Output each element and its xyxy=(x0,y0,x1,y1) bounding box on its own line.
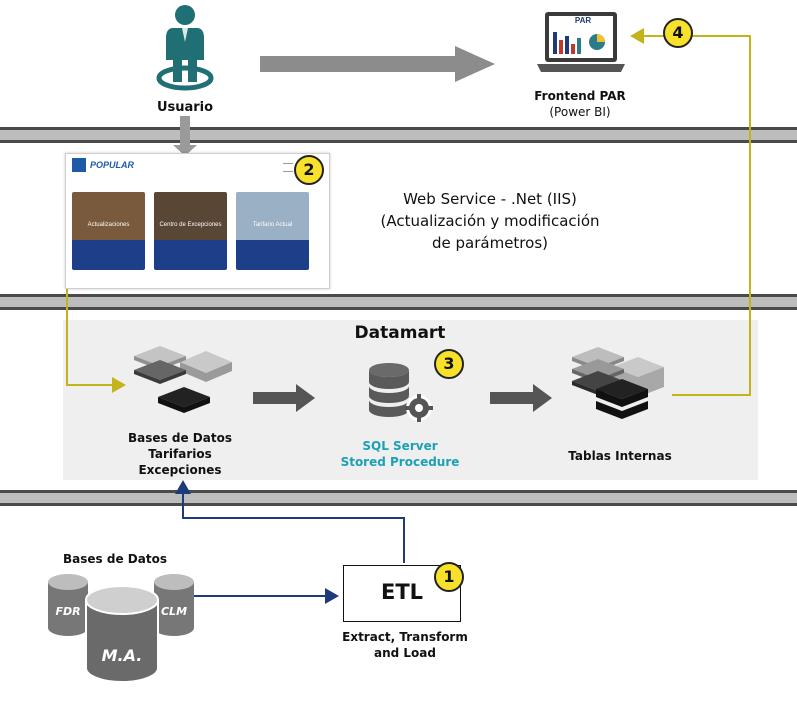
step-badge-4: 4 xyxy=(663,18,693,48)
ma-label: M.A. xyxy=(101,646,143,665)
frontend-screen-title: PAR xyxy=(574,16,592,25)
card-title: Centro de Excepciones xyxy=(159,222,222,228)
bases-tarifarios-line2: Tarifarios xyxy=(148,447,212,461)
popular-logo xyxy=(72,158,86,172)
user-person-icon xyxy=(156,5,214,91)
webservice-desc-line3: de parámetros) xyxy=(432,234,548,252)
separator-band-top xyxy=(0,127,797,143)
sql-server-line2: Stored Procedure xyxy=(340,455,460,469)
bases-tarifarios-line1: Bases de Datos xyxy=(128,431,232,445)
tablas-internas-label: Tablas Internas xyxy=(568,449,672,463)
tables-stack-icon xyxy=(572,347,664,419)
frontend-label-line1: Frontend PAR xyxy=(534,89,626,103)
tablas-to-frontend-connector xyxy=(630,28,751,396)
sql-server-line1: SQL Server xyxy=(362,439,438,453)
database-gear-icon xyxy=(369,363,433,422)
step-badge-1: 1 xyxy=(434,562,464,592)
clm-label: CLM xyxy=(160,605,188,618)
user-to-frontend-arrow xyxy=(260,46,495,82)
laptop-dashboard-icon xyxy=(537,12,625,72)
source-databases-icon xyxy=(48,574,194,683)
webservice-desc-line2: (Actualización y modificación xyxy=(380,212,600,230)
card-centro-excepciones: Centro de Excepciones xyxy=(154,192,227,270)
sql-to-tablas-arrow xyxy=(490,384,552,412)
etl-desc-line1: Extract, Transform xyxy=(342,630,468,644)
bases-origen-title: Bases de Datos xyxy=(63,552,167,566)
webservice-to-bases-connector xyxy=(66,289,126,393)
card-title: Actualizaciones xyxy=(87,222,130,228)
user-to-webservice-arrow xyxy=(173,116,197,156)
step-badge-3: 3 xyxy=(434,349,464,379)
card-actualizaciones: Actualizaciones xyxy=(72,192,145,270)
separator-band-middle xyxy=(0,294,797,310)
datamart-title: Datamart xyxy=(354,323,446,343)
separator-band-bottom xyxy=(0,490,797,506)
card-title: Tarifario Actual xyxy=(252,222,293,228)
etl-to-bases-connector xyxy=(175,480,405,563)
fdr-label: FDR xyxy=(55,605,81,618)
popular-brand: POPULAR xyxy=(90,160,135,170)
bases-to-sql-arrow xyxy=(253,384,315,412)
menu-icon xyxy=(283,163,293,172)
webservice-desc-line1: Web Service - .Net (IIS) xyxy=(403,190,577,208)
etl-desc-line2: and Load xyxy=(374,646,436,660)
step-badge-2: 2 xyxy=(294,155,324,185)
user-label: Usuario xyxy=(156,100,214,115)
frontend-label-line2: (Power BI) xyxy=(549,105,611,119)
etl-title: ETL xyxy=(380,580,424,604)
card-tarifario-actual: Tarifario Actual xyxy=(236,192,309,270)
layers-stack-icon xyxy=(134,346,232,413)
bases-tarifarios-line3: Excepciones xyxy=(138,463,222,477)
